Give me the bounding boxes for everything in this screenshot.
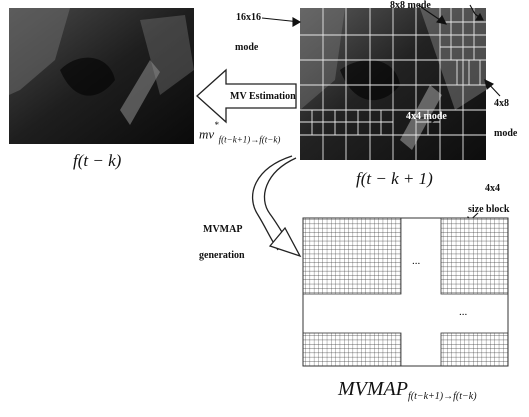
- label-mv-estimation: MV Estimation: [230, 91, 296, 102]
- mv-symbol: mv* f(t−k+1)→f(t−k): [199, 120, 281, 145]
- label-16x16-mode: mode: [235, 42, 259, 53]
- mv-symbol-main: mv: [199, 126, 215, 142]
- mvmap-caption-sub: f(t−k+1)→f(t−k): [407, 391, 477, 403]
- label-8x8-mode: 8x8 mode: [390, 0, 431, 11]
- mvmap-grid: [302, 217, 509, 367]
- label-4x8-mode: mode: [494, 128, 518, 139]
- label-4x8: 4x8: [494, 98, 509, 109]
- label-size-block: size block: [468, 204, 510, 215]
- mv-symbol-sup: *: [214, 120, 219, 130]
- frame-left-caption: f(t − k): [73, 151, 122, 170]
- mvmap-caption-main: MVMAP: [338, 378, 408, 400]
- mvmap-caption: MVMAPf(t−k+1)→f(t−k): [338, 378, 477, 402]
- label-4x4-mode: 4x4 mode: [406, 111, 447, 122]
- label-mvmap: MVMAP: [203, 224, 243, 235]
- mvmap-generation-arrow: [251, 155, 302, 258]
- ellipsis-right: ...: [459, 306, 468, 318]
- mv-estimation-arrow: [196, 68, 297, 124]
- mv-symbol-sub: f(t−k+1)→f(t−k): [218, 134, 281, 145]
- frame-left-image: [9, 8, 194, 144]
- ellipsis-top: ...: [412, 255, 421, 267]
- frame-right-caption: f(t − k + 1): [356, 169, 433, 188]
- macroblock-grid: [300, 8, 486, 160]
- label-generation: generation: [199, 250, 245, 261]
- label-16x16: 16x16: [236, 12, 261, 23]
- label-4x4-size: 4x4: [485, 183, 500, 194]
